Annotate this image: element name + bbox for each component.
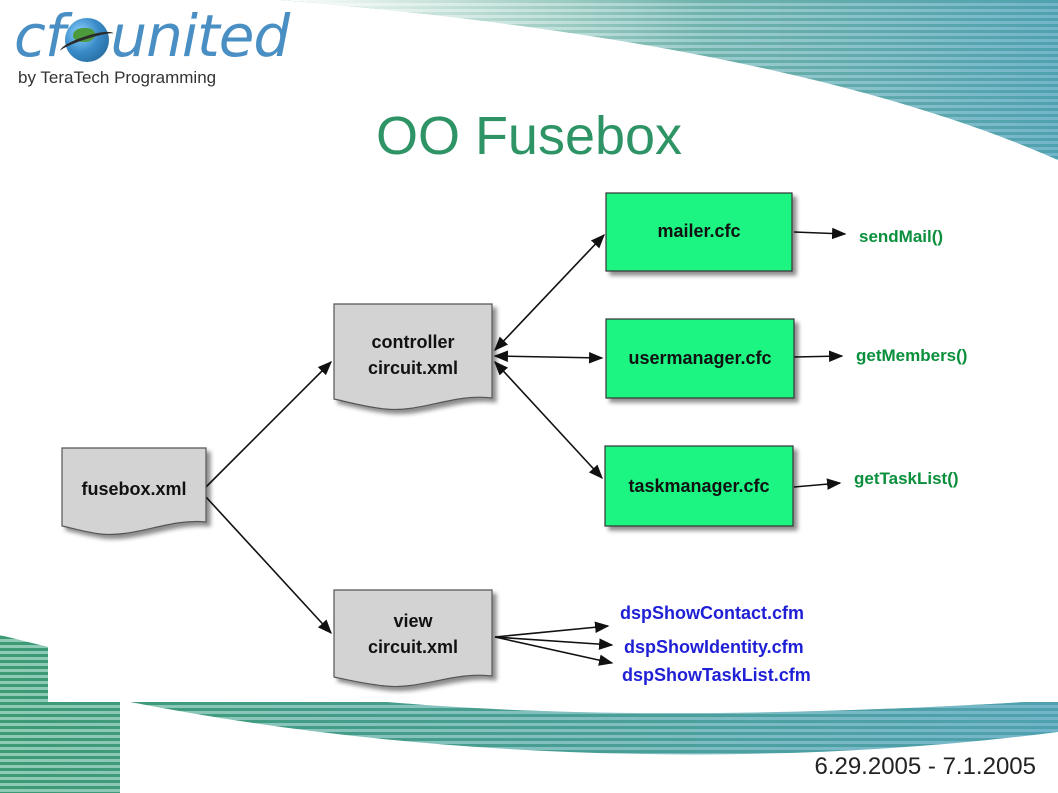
node-view-label-1: view <box>393 611 433 631</box>
arrow-controller-mailer <box>494 233 605 352</box>
node-mailer-label: mailer.cfc <box>657 221 740 241</box>
node-controller: controller circuit.xml <box>333 303 493 411</box>
arrow-view-identity <box>494 636 614 650</box>
node-view: view circuit.xml <box>333 589 493 688</box>
node-taskmanager-label: taskmanager.cfc <box>628 476 769 496</box>
cfunited-logo: cf united by TeraTech Programming <box>12 2 312 94</box>
arrow-controller-taskmanager <box>494 360 603 480</box>
node-usermanager: usermanager.cfc <box>605 318 795 399</box>
view-file-identity: dspShowIdentity.cfm <box>624 637 804 657</box>
node-usermanager-label: usermanager.cfc <box>628 348 771 368</box>
arrow-view-tasklist <box>494 636 614 666</box>
logo-prefix: cf <box>14 2 65 70</box>
slide-title: OO Fusebox <box>375 106 683 166</box>
logo-tagline: by TeraTech Programming <box>18 68 217 87</box>
node-mailer: mailer.cfc <box>605 192 793 272</box>
node-controller-label-2: circuit.xml <box>368 358 458 378</box>
event-date-range: 6.29.2005 - 7.1.2005 <box>814 753 1036 780</box>
logo-wordmark: cf united <box>14 2 290 70</box>
globe-icon <box>65 18 110 62</box>
arrow-mailer-method <box>793 227 847 240</box>
arrow-fusebox-view <box>205 496 332 635</box>
arrow-taskmanager-method <box>793 478 842 490</box>
arrow-controller-usermanager <box>493 350 604 364</box>
method-getmembers: getMembers() <box>856 346 967 365</box>
method-sendmail: sendMail() <box>859 227 943 246</box>
node-view-label-2: circuit.xml <box>368 637 458 657</box>
method-gettasklist: getTaskList() <box>854 469 959 488</box>
node-fusebox-label: fusebox.xml <box>81 479 186 499</box>
node-taskmanager: taskmanager.cfc <box>604 445 794 527</box>
arrow-usermanager-method <box>793 350 844 363</box>
arrow-fusebox-controller <box>205 360 333 488</box>
node-fusebox: fusebox.xml <box>61 447 207 536</box>
view-file-contact: dspShowContact.cfm <box>620 603 804 623</box>
view-file-tasklist: dspShowTaskList.cfm <box>622 665 811 685</box>
node-controller-label-1: controller <box>371 332 454 352</box>
arrow-view-contact <box>494 621 610 638</box>
connectors <box>205 227 847 666</box>
logo-suffix: united <box>110 2 290 70</box>
